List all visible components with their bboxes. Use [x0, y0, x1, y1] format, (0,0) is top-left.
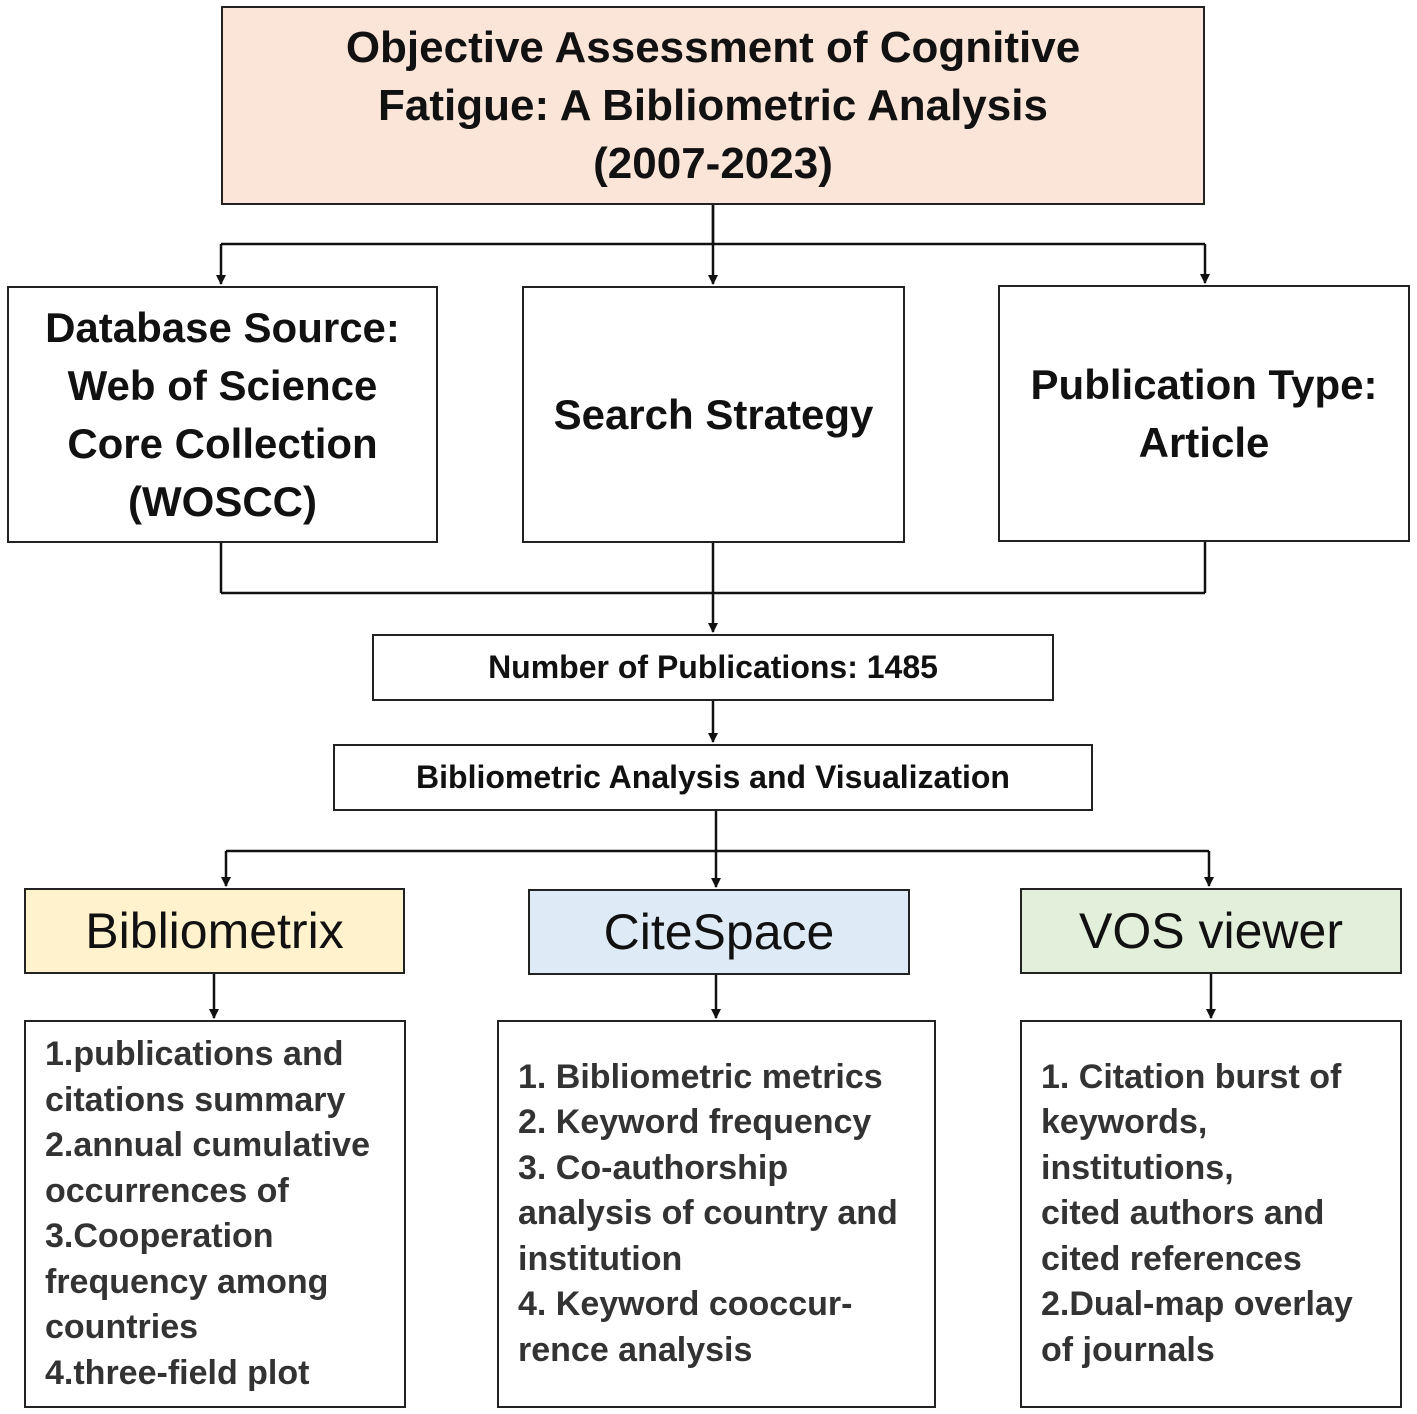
bibliometrix-list: 1.publications and citations summary 2.a… — [24, 1020, 406, 1408]
search-strategy-text: Search Strategy — [553, 390, 874, 438]
tool-vosviewer-label: VOS viewer — [1079, 903, 1343, 959]
database-source-box: Database Source: Web of Science Core Col… — [7, 286, 438, 543]
list-item: 3. Co-authorship analysis of country and… — [518, 1148, 898, 1278]
publications-count-box: Number of Publications: 1485 — [372, 634, 1054, 701]
analysis-box: Bibliometric Analysis and Visualization — [333, 744, 1093, 811]
tool-bibliometrix-box: Bibliometrix — [24, 888, 405, 974]
list-item: 1.publications and citations summary — [45, 1035, 346, 1119]
list-item: 4.three-field plot — [45, 1353, 310, 1392]
list-item: 2.Dual-map overlay of journals — [1041, 1285, 1353, 1369]
list-item: 2.annual cumulative occurrences of — [45, 1126, 370, 1210]
title-box: Objective Assessment of Cognitive Fatigu… — [221, 6, 1205, 205]
list-item: 3.Cooperation frequency among countries — [45, 1217, 329, 1346]
citespace-list: 1. Bibliometric metrics 2. Keyword frequ… — [497, 1020, 936, 1408]
list-item: 1. Bibliometric metrics — [518, 1057, 883, 1096]
diagram-title: Objective Assessment of Cognitive Fatigu… — [345, 22, 1081, 188]
publication-type-text: Publication Type: Article — [1030, 360, 1378, 466]
tool-citespace-box: CiteSpace — [528, 889, 910, 975]
search-strategy-box: Search Strategy — [522, 286, 905, 543]
vosviewer-list: 1. Citation burst of keywords, instituti… — [1020, 1020, 1402, 1408]
list-item: 4. Keyword cooccur- rence analysis — [518, 1285, 853, 1369]
list-item: 1. Citation burst of keywords, instituti… — [1041, 1057, 1342, 1278]
tool-bibliometrix-label: Bibliometrix — [85, 903, 344, 959]
list-item: 2. Keyword frequency — [518, 1103, 872, 1142]
tool-vosviewer-box: VOS viewer — [1020, 888, 1402, 974]
analysis-text: Bibliometric Analysis and Visualization — [416, 759, 1010, 795]
tool-citespace-label: CiteSpace — [603, 904, 835, 960]
database-source-text: Database Source: Web of Science Core Col… — [45, 303, 400, 525]
publications-count-text: Number of Publications: 1485 — [488, 649, 938, 685]
publication-type-box: Publication Type: Article — [998, 285, 1410, 542]
